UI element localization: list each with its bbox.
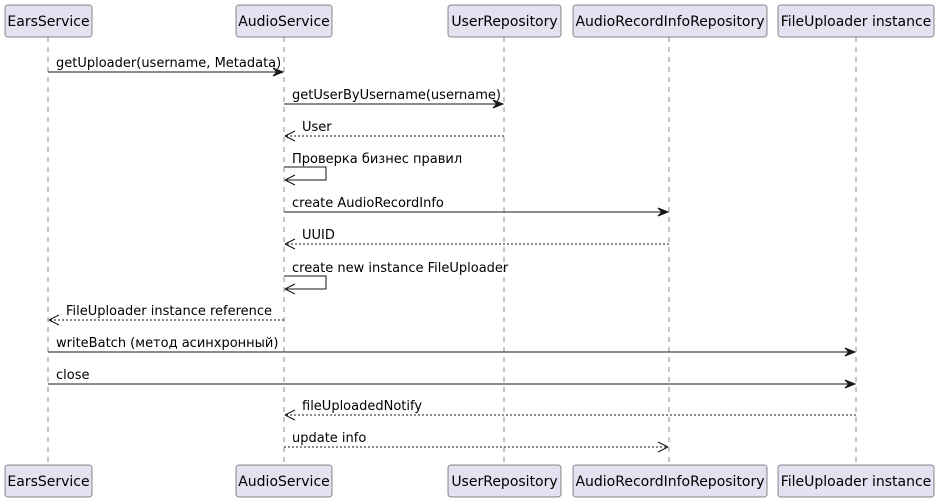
arrow-head xyxy=(844,379,857,389)
participant-uploader-bottom: FileUploader instance xyxy=(777,464,935,498)
participant-label: FileUploader instance xyxy=(781,474,932,490)
participant-label: FileUploader instance xyxy=(781,14,932,30)
message-9: writeBatch (метод асинхронный) xyxy=(48,336,857,357)
message-11: fileUploadedNotify xyxy=(284,399,856,421)
participant-ears-top: EarsService xyxy=(4,4,93,38)
participant-box xyxy=(4,4,93,38)
participant-record-bottom: AudioRecordInfoRepository xyxy=(572,464,768,498)
lifelines xyxy=(47,37,857,465)
message-2: getUserByUsername(username) xyxy=(284,88,505,109)
participant-uploader-top: FileUploader instance xyxy=(777,4,935,38)
participant-box xyxy=(235,464,333,498)
message-label: getUploader(username, Metadata) xyxy=(56,56,281,71)
participant-label: AudioService xyxy=(238,474,330,490)
participant-label: UserRepository xyxy=(451,474,557,490)
message-label: User xyxy=(302,120,332,135)
message-8: FileUploader instance reference xyxy=(48,304,284,326)
message-label: getUserByUsername(username) xyxy=(292,88,501,103)
self-message-line xyxy=(284,166,327,181)
participant-label: AudioRecordInfoRepository xyxy=(575,474,764,490)
participant-user-top: UserRepository xyxy=(447,4,562,38)
participants-top: EarsService AudioService UserRepository Aud… xyxy=(4,4,935,38)
arrow-head xyxy=(284,130,296,142)
messages: getUploader(username, Metadata) getUserBy… xyxy=(48,56,857,453)
arrow-head xyxy=(284,409,296,421)
message-label: FileUploader instance reference xyxy=(66,304,272,319)
message-3: User xyxy=(284,120,504,142)
participant-audio-bottom: AudioService xyxy=(235,464,333,498)
arrow-head xyxy=(272,67,285,77)
participant-box xyxy=(777,464,935,498)
message-4: Проверка бизнес правил xyxy=(284,152,462,186)
participant-box xyxy=(572,4,768,38)
participant-label: AudioService xyxy=(238,14,330,30)
arrow-head xyxy=(657,441,669,453)
arrow-head xyxy=(492,99,505,109)
participant-user-bottom: UserRepository xyxy=(447,464,562,498)
participant-box xyxy=(235,4,333,38)
participant-audio-top: AudioService xyxy=(235,4,333,38)
participant-ears-bottom: EarsService xyxy=(4,464,93,498)
arrow-head xyxy=(844,347,857,357)
message-6: UUID xyxy=(284,228,669,250)
participants-bottom: EarsService AudioService UserRepository Aud… xyxy=(4,464,935,498)
self-message-line xyxy=(284,275,327,290)
participant-label: UserRepository xyxy=(451,14,557,30)
arrow-head xyxy=(657,207,670,217)
participant-box xyxy=(447,464,562,498)
participant-box xyxy=(572,464,768,498)
message-label: create AudioRecordInfo xyxy=(292,196,444,211)
arrow-head xyxy=(48,314,60,326)
message-10: close xyxy=(48,368,857,389)
message-1: getUploader(username, Metadata) xyxy=(48,56,285,77)
participant-label: EarsService xyxy=(7,474,89,490)
message-label: close xyxy=(56,368,89,383)
message-label: UUID xyxy=(302,228,335,243)
participant-box xyxy=(777,4,935,38)
participant-box xyxy=(4,464,93,498)
message-label: update info xyxy=(292,431,366,446)
message-label: writeBatch (метод асинхронный) xyxy=(56,336,278,351)
participant-label: EarsService xyxy=(7,14,89,30)
message-12: update info xyxy=(284,431,669,453)
arrow-head xyxy=(284,238,296,250)
arrow-head xyxy=(284,283,296,295)
message-label: fileUploadedNotify xyxy=(302,399,422,414)
message-label: create new instance FileUploader xyxy=(292,261,509,276)
message-7: create new instance FileUploader xyxy=(284,261,509,295)
message-label: Проверка бизнес правил xyxy=(292,152,462,167)
participant-box xyxy=(447,4,562,38)
arrow-head xyxy=(284,174,296,186)
message-5: create AudioRecordInfo xyxy=(284,196,670,217)
participant-record-top: AudioRecordInfoRepository xyxy=(572,4,768,38)
participant-label: AudioRecordInfoRepository xyxy=(575,14,764,30)
